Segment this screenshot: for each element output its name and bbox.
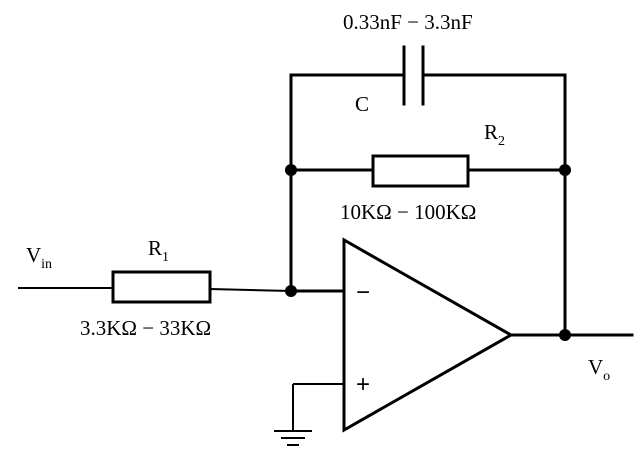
r2-label: R2 [484, 120, 505, 149]
junction-dot-r2-left [285, 164, 297, 176]
ground-symbol [274, 430, 312, 446]
junction-dot-r2-right [559, 164, 571, 176]
r1-value-label: 3.3KΩ − 33KΩ [80, 316, 211, 340]
r1-label: R1 [148, 236, 169, 265]
vin-label: Vin [26, 243, 52, 272]
junction-dot-input [285, 285, 297, 297]
capacitor-value-label: 0.33nF − 3.3nF [343, 10, 473, 34]
r2-resistor [371, 154, 470, 188]
op-amp-symbol [342, 237, 515, 433]
junction-dot-output [559, 329, 571, 341]
r1-resistor [111, 270, 212, 304]
noninverting-sign: + [356, 371, 370, 398]
vo-label: Vo [588, 355, 610, 384]
r2-value-label: 10KΩ − 100KΩ [340, 200, 476, 224]
r1-to-node-wire [209, 288, 292, 292]
capacitor-label: C [355, 92, 369, 116]
inverting-sign: − [356, 279, 370, 306]
